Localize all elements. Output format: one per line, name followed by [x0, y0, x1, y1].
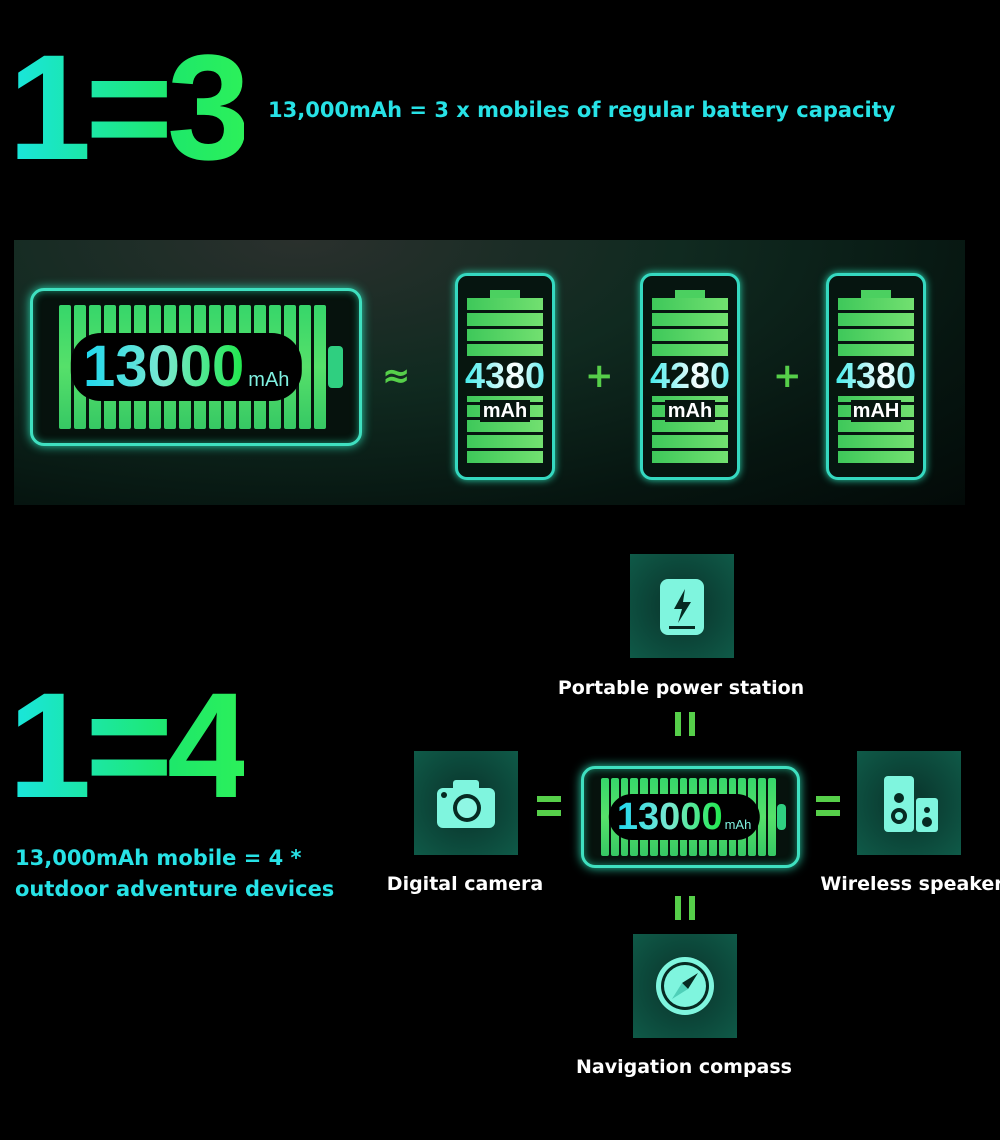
phone-value: 4280 — [640, 356, 740, 396]
label-navigation-compass: Navigation compass — [576, 1056, 792, 1078]
battery-cell — [652, 328, 728, 341]
battery-cell — [838, 328, 914, 341]
battery-cell — [652, 435, 728, 448]
battery-cell — [838, 343, 914, 357]
battery-cell — [467, 313, 543, 326]
battery-cell — [59, 304, 72, 430]
battery-cell — [652, 343, 728, 357]
battery-cell — [601, 777, 609, 857]
compass-tile — [633, 934, 737, 1038]
headline-1-3: 1=3 — [8, 23, 250, 191]
battery-cell — [467, 328, 543, 341]
tagline: 13,000mAh = 3 x mobiles of regular batte… — [268, 98, 896, 122]
approx-sign: ≈ — [382, 356, 411, 396]
power-station-tile — [630, 554, 734, 658]
battery-cell — [652, 450, 728, 463]
battery-cell — [838, 420, 914, 433]
power-station-icon — [660, 579, 704, 635]
battery-cell — [467, 450, 543, 463]
equals-sign — [537, 796, 561, 816]
battery-cell — [652, 313, 728, 326]
battery-cell — [838, 450, 914, 463]
battery-terminal — [328, 345, 343, 389]
battery-unit: mAh — [724, 817, 752, 832]
battery-cell — [838, 298, 914, 311]
phone-battery-1: 4380 mAh — [455, 273, 555, 480]
camera-tile — [414, 751, 518, 855]
battery-cell — [652, 420, 728, 433]
phone-value: 4380 — [455, 356, 555, 396]
phone-battery-2: 4280 mAh — [640, 273, 740, 480]
battery-cell — [467, 343, 543, 357]
speaker-tile — [857, 751, 961, 855]
center-battery-icon: 13000 mAh — [581, 766, 800, 868]
battery-cell — [652, 298, 728, 311]
battery-cell — [838, 435, 914, 448]
speaker-icon — [884, 776, 938, 832]
main-battery-icon: 13000 mAh — [30, 288, 362, 446]
battery-unit: mAh — [248, 369, 290, 391]
headline-1-4: 1=4 — [8, 661, 250, 829]
label-wireless-speaker: Wireless speaker — [820, 873, 1000, 895]
phone-unit: mAH — [852, 400, 900, 422]
battery-terminal — [776, 803, 787, 831]
label-digital-camera: Digital camera — [386, 873, 544, 895]
phone-unit: mAh — [482, 400, 528, 422]
battery-cell — [838, 313, 914, 326]
battery-cell — [467, 420, 543, 433]
battery-cell — [467, 298, 543, 311]
battery-cell — [758, 777, 766, 857]
description-line-2: outdoor adventure devices — [15, 877, 335, 901]
phone-value: 4380 — [826, 356, 926, 396]
battery-cell — [767, 777, 776, 857]
battery-label: 13000 mAh — [71, 333, 302, 401]
battery-value: 13000 — [616, 796, 723, 838]
equals-sign — [816, 796, 840, 816]
camera-icon — [437, 780, 495, 828]
equals-vertical — [675, 896, 695, 920]
battery-cell — [467, 435, 543, 448]
battery-cell — [314, 304, 327, 430]
plus-sign: + — [773, 356, 802, 396]
label-power-station: Portable power station — [557, 677, 805, 699]
description-line-1: 13,000mAh mobile = 4 * — [15, 846, 302, 870]
battery-cell — [299, 304, 312, 430]
plus-sign: + — [585, 356, 614, 396]
battery-value: 13000 — [83, 334, 245, 399]
phone-battery-3: 4380 mAH — [826, 273, 926, 480]
phone-unit: mAh — [667, 400, 713, 422]
battery-label: 13000 mAh — [608, 794, 760, 840]
equals-vertical — [675, 712, 695, 736]
compass-icon — [656, 957, 714, 1015]
